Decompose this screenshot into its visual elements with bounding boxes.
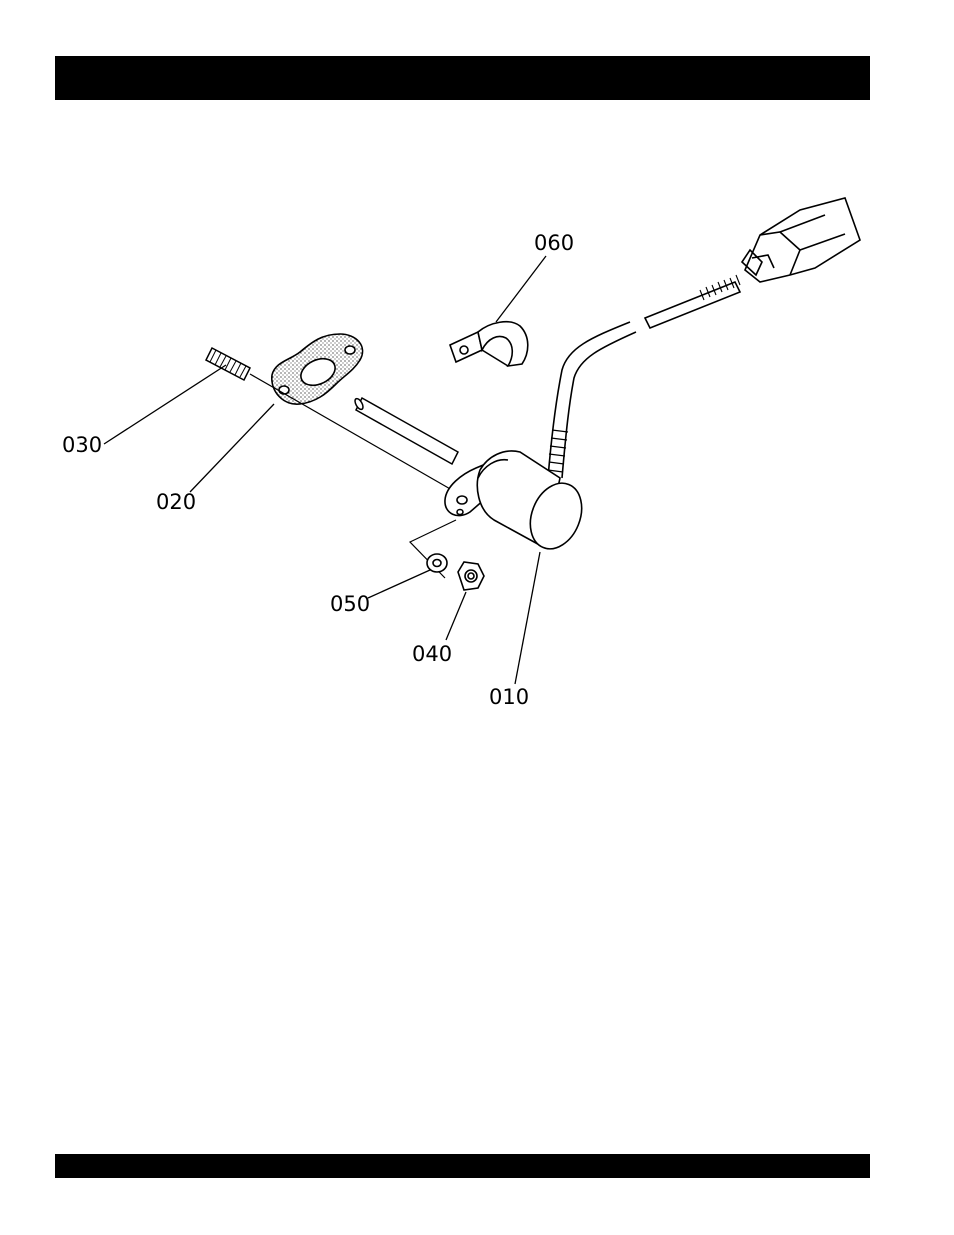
- callout-020: 020: [156, 490, 196, 514]
- callout-040: 040: [412, 642, 452, 666]
- stud-bolt-030: [206, 348, 250, 380]
- footer-bar: [55, 1154, 870, 1178]
- washer-050: [427, 554, 447, 572]
- solenoid-010: [445, 451, 591, 557]
- callout-050: 050: [330, 592, 370, 616]
- callout-030: 030: [62, 433, 102, 457]
- callout-010: 010: [489, 685, 529, 709]
- wire-clamp-060: [450, 322, 528, 366]
- nut-040: [458, 562, 484, 590]
- solenoid-plunger: [353, 397, 458, 464]
- wire-harness: [548, 198, 860, 478]
- callout-060: 060: [534, 231, 574, 255]
